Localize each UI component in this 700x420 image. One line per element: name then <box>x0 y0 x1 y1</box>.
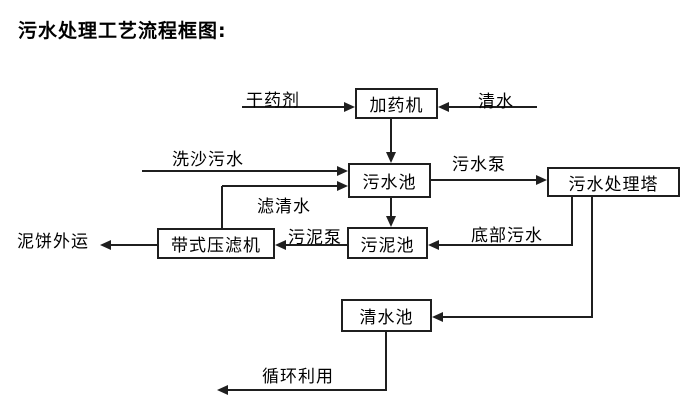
arrowhead-left-icon <box>100 240 111 250</box>
edge-sand-washing-label: 洗沙污水 <box>172 150 244 170</box>
edge-dry-chemical-label: 干药剂 <box>246 91 300 111</box>
edge-clean-water-label: 清水 <box>478 92 514 112</box>
arrowhead-left-icon <box>428 240 439 250</box>
edge-recycle-label: 循环利用 <box>262 367 334 387</box>
node-treatment-tower: 污水处理塔 <box>547 167 680 197</box>
arrowhead-down-icon <box>386 216 396 227</box>
arrowhead-left-icon <box>438 102 449 112</box>
arrowhead-left-icon <box>217 385 228 395</box>
edge-mud-cake-line <box>111 244 157 246</box>
node-dosing-machine: 加药机 <box>355 88 438 119</box>
edge-dosing-to-sewage-line <box>390 119 392 153</box>
edge-filtered-water-riser <box>221 186 223 228</box>
arrowhead-left-icon <box>275 240 286 250</box>
node-belt-filter-press: 带式压滤机 <box>157 228 275 259</box>
arrowhead-right-icon <box>337 166 348 176</box>
arrowhead-down-icon <box>386 152 396 163</box>
edge-clean-water-line <box>449 106 537 108</box>
edge-sludge-pump-label: 污泥泵 <box>288 228 342 248</box>
arrowhead-right-icon <box>344 102 355 112</box>
arrowhead-left-icon <box>432 312 443 322</box>
arrowhead-right-icon <box>536 175 547 185</box>
edge-tower-to-clean-riser <box>591 197 593 318</box>
node-sewage-pool-label: 污水池 <box>362 173 417 193</box>
edge-sewage-pump-line <box>431 179 536 181</box>
node-clean-water-pool-label: 清水池 <box>359 308 414 328</box>
edge-filtered-water-line <box>222 185 337 187</box>
edge-sand-washing-line <box>142 170 337 172</box>
node-clean-water-pool: 清水池 <box>341 299 432 332</box>
edge-bottom-sewage-label: 底部污水 <box>471 226 543 246</box>
edge-filtered-water-label: 滤清水 <box>257 197 311 217</box>
edge-sludge-pump-line <box>286 244 347 246</box>
node-sludge-pool-label: 污泥池 <box>360 235 415 256</box>
node-sludge-pool: 污泥池 <box>347 227 428 259</box>
arrowhead-right-icon <box>337 181 348 191</box>
page-title: 污水处理工艺流程框图: <box>18 20 227 42</box>
edge-tower-to-clean-line <box>443 316 592 318</box>
edge-bottom-sewage-line <box>439 244 572 246</box>
edge-recycle-line <box>228 389 386 391</box>
edge-mud-cake-label: 泥饼外运 <box>17 232 89 252</box>
edge-sewage-pump-label: 污水泵 <box>452 155 506 175</box>
node-treatment-tower-label: 污水处理塔 <box>568 174 659 195</box>
node-belt-filter-press-label: 带式压滤机 <box>171 236 261 256</box>
node-sewage-pool: 污水池 <box>348 163 431 198</box>
edge-sewage-to-sludge-line <box>390 198 392 216</box>
edge-recycle-riser <box>385 332 387 391</box>
node-dosing-machine-label: 加药机 <box>369 96 424 116</box>
edge-dry-chemical-line <box>242 106 345 108</box>
edge-bottom-sewage-riser <box>571 197 573 246</box>
